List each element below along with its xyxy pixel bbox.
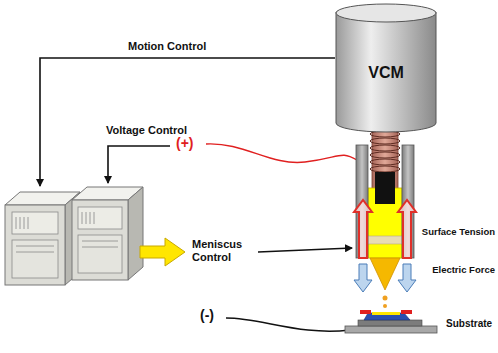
polarity-label: (+) [176, 135, 194, 152]
control-label: Motion Control [128, 40, 206, 53]
meniscus-leader [258, 248, 352, 252]
part-label: Substrate [446, 318, 492, 330]
yellow-arrow [140, 238, 185, 266]
positive-wire [206, 144, 357, 163]
controller-cabinets [5, 187, 143, 285]
control-label: Meniscus Control [192, 238, 252, 264]
substrate-stack [345, 310, 437, 333]
vcm-cylinder: VCM [335, 3, 437, 133]
motion-control-line [40, 58, 335, 186]
voltage-control-line [108, 146, 170, 183]
negative-wire [226, 318, 350, 331]
control-label: Voltage Control [106, 124, 187, 137]
force-label: Surface Tension [422, 226, 495, 237]
force-label: Electric Force [432, 264, 495, 275]
droplet [383, 304, 387, 308]
surface-tension-arrows [354, 200, 416, 258]
electric-force-arrows [354, 264, 416, 292]
polarity-label: (-) [200, 307, 214, 324]
droplet [383, 296, 388, 301]
node-label: VCM [335, 64, 437, 82]
